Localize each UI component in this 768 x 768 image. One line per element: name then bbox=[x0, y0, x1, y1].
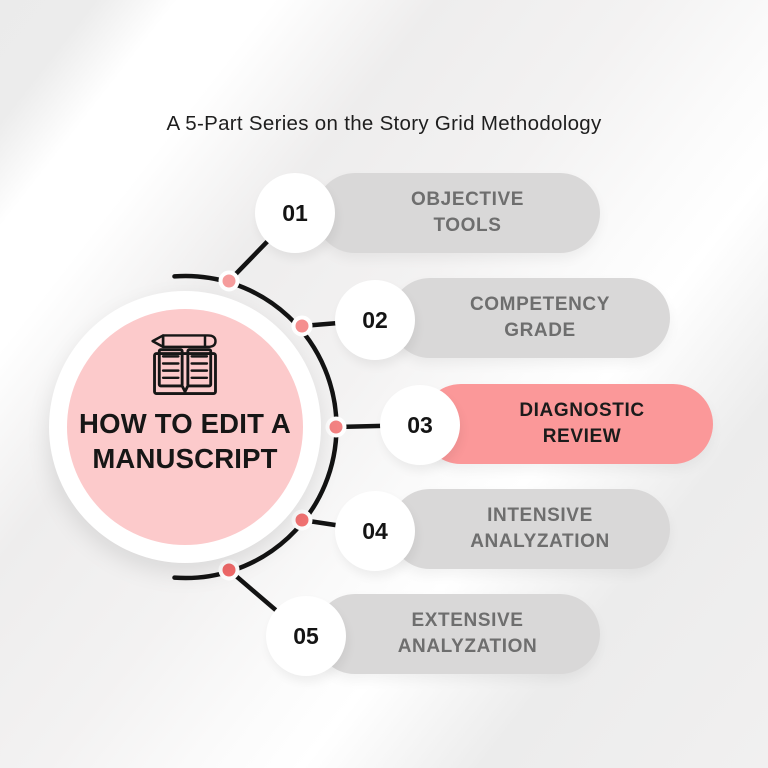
step-pill-objective-tools: OBJECTIVE TOOLS bbox=[315, 173, 600, 253]
step-label-line1: OBJECTIVE bbox=[410, 189, 525, 210]
step-label-line2: TOOLS bbox=[433, 215, 502, 236]
step-number-text: 04 bbox=[362, 517, 388, 544]
connector-dot-5 bbox=[218, 559, 240, 581]
connector-dot-4 bbox=[291, 509, 313, 531]
step-label-line1: DIAGNOSTIC bbox=[519, 400, 645, 421]
medallion-circle bbox=[67, 309, 303, 545]
step-number-04: 04 bbox=[335, 491, 415, 571]
step-number-05: 05 bbox=[266, 596, 346, 676]
book-pencil-icon bbox=[145, 331, 225, 402]
step-label-line2: REVIEW bbox=[542, 426, 622, 447]
step-number-text: 01 bbox=[282, 199, 308, 226]
step-label-line1: INTENSIVE bbox=[487, 505, 593, 526]
main-title-line2: MANUSCRIPT bbox=[92, 443, 278, 474]
step-label-line1: EXTENSIVE bbox=[411, 610, 524, 631]
step-label-line2: ANALYZATION bbox=[397, 636, 538, 657]
connector-dot-1 bbox=[218, 270, 240, 292]
series-subtitle: A 5-Part Series on the Story Grid Method… bbox=[166, 112, 602, 135]
step-pill-competency-grade: COMPETENCY GRADE bbox=[390, 278, 670, 358]
step-number-text: 03 bbox=[407, 411, 433, 438]
connector-dot-3 bbox=[325, 416, 347, 438]
step-pill-intensive-analyzation: INTENSIVE ANALYZATION bbox=[390, 489, 670, 569]
step-pill-extensive-analyzation: EXTENSIVE ANALYZATION bbox=[315, 594, 600, 674]
connector-dot-2 bbox=[291, 315, 313, 337]
step-number-01: 01 bbox=[255, 173, 335, 253]
step-label-line2: ANALYZATION bbox=[470, 531, 610, 552]
step-number-text: 02 bbox=[362, 306, 388, 333]
step-number-02: 02 bbox=[335, 280, 415, 360]
main-title-line1: HOW TO EDIT A bbox=[79, 408, 291, 439]
step-pill-diagnostic-review: DIAGNOSTIC REVIEW bbox=[421, 384, 713, 464]
step-label-line2: GRADE bbox=[504, 320, 576, 341]
step-label-line1: COMPETENCY bbox=[469, 294, 611, 315]
main-title: HOW TO EDIT A MANUSCRIPT bbox=[45, 406, 325, 476]
step-number-text: 05 bbox=[293, 622, 319, 649]
step-number-03: 03 bbox=[380, 385, 460, 465]
